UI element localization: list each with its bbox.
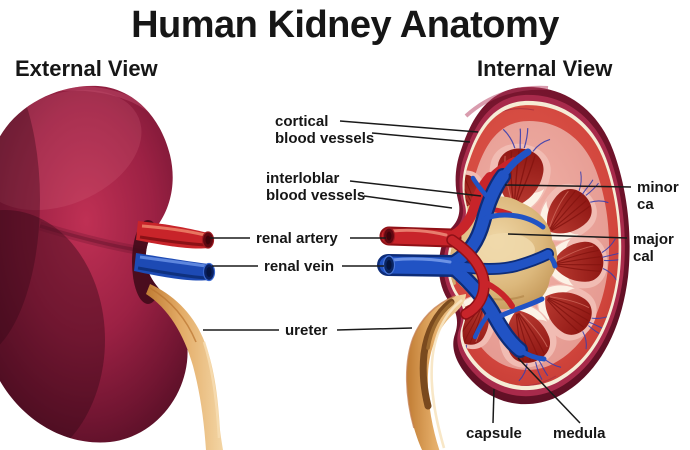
- external-view-heading: External View: [15, 56, 158, 81]
- internal-artery-crossing: [382, 227, 515, 320]
- label-medulla: medula: [553, 425, 606, 442]
- internal-view-heading: Internal View: [477, 56, 613, 81]
- leader-interlobular-1: [349, 180, 482, 197]
- leader-minor-calyx: [504, 184, 632, 188]
- leader-cortical-2: [371, 132, 471, 143]
- leader-major-calyx: [507, 233, 628, 239]
- external-kidney: [0, 85, 223, 450]
- label-capsule: capsule: [466, 425, 522, 442]
- label-renal-artery: renal artery: [256, 230, 338, 247]
- label-minor-calyx: minor ca: [637, 179, 679, 213]
- label-interlobular-blood-vessels: interloblar blood vessels: [266, 170, 366, 204]
- page-title: Human Kidney Anatomy: [131, 4, 559, 46]
- leader-ureter-right: [336, 327, 413, 331]
- label-renal-vein: renal vein: [264, 258, 335, 275]
- leader-capsule: [492, 388, 495, 424]
- external-renal-artery: [136, 221, 215, 249]
- external-renal-vein: [134, 253, 216, 282]
- external-ureter: [146, 284, 223, 450]
- label-ureter: ureter: [285, 322, 328, 339]
- internal-kidney: [377, 85, 630, 450]
- label-major-calyx: major cal: [633, 231, 674, 265]
- internal-ureter: [405, 294, 466, 450]
- leader-cortical-1: [339, 120, 479, 133]
- leader-medulla: [517, 357, 581, 424]
- leader-interlobular-2: [363, 195, 453, 209]
- label-cortical-blood-vessels: cortical blood vessels: [275, 113, 375, 147]
- leader-lines: [203, 120, 632, 424]
